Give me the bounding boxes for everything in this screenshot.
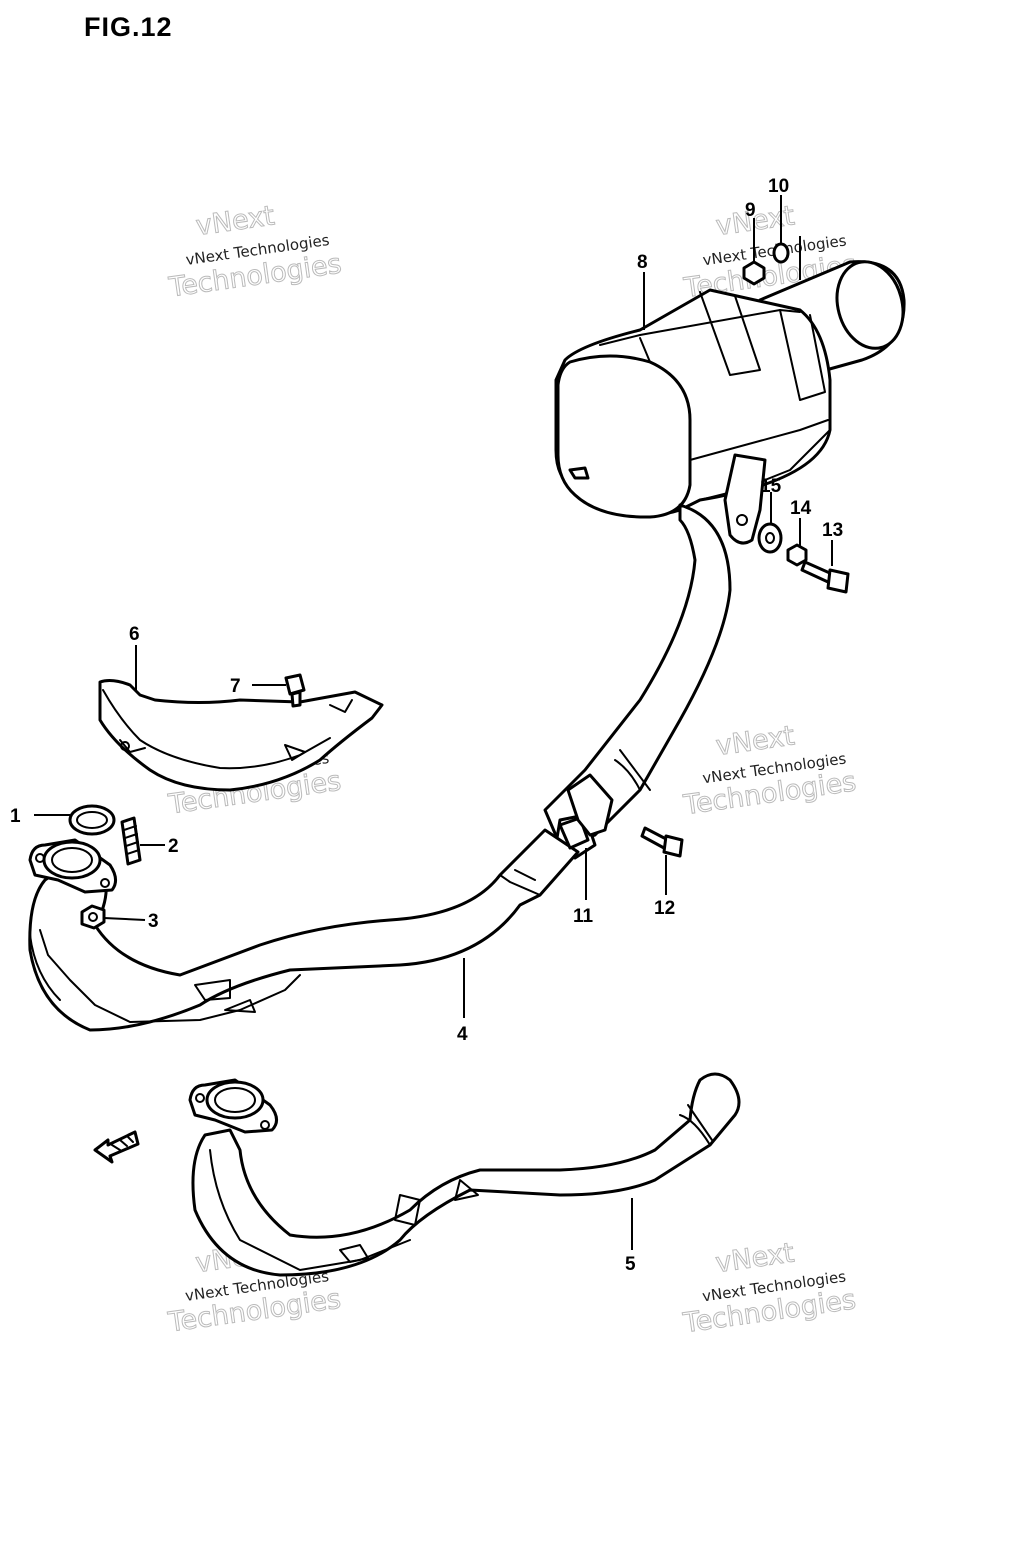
svg-text:vNext: vNext xyxy=(714,1237,796,1279)
callout-10: 10 xyxy=(768,176,789,197)
heat-shield-part-6 xyxy=(98,679,384,792)
callout-3: 3 xyxy=(148,911,159,932)
callout-1: 1 xyxy=(10,806,21,827)
callout-4: 4 xyxy=(457,1024,468,1045)
stud-part-2 xyxy=(120,816,142,866)
callout-7: 7 xyxy=(230,676,241,697)
washer-part-10 xyxy=(772,242,790,264)
figure-title: FIG.12 xyxy=(84,12,173,42)
watermark-top-left: vNext Technologies vNext Technologies xyxy=(166,200,344,304)
nut-part-14 xyxy=(786,543,808,567)
exhaust-pipe-part-5 xyxy=(188,1072,741,1277)
callout-11: 11 xyxy=(573,906,594,927)
leader-lines xyxy=(34,195,833,1250)
callout-labels: 1 2 3 4 5 6 7 8 9 10 11 12 13 14 15 xyxy=(10,176,843,1275)
exhaust-pipe-part-4 xyxy=(28,503,732,1032)
callout-8: 8 xyxy=(637,252,648,273)
callout-13: 13 xyxy=(822,520,843,541)
front-direction-arrow-icon xyxy=(93,1130,140,1164)
muffler-part-8 xyxy=(554,260,906,545)
bolt-part-13 xyxy=(800,560,850,594)
callout-12: 12 xyxy=(654,898,675,919)
callout-14: 14 xyxy=(790,498,812,519)
watermark-mid-right: vNext Technologies vNext Technologies xyxy=(680,720,858,822)
watermark-bottom-right: vNext Technologies vNext Technologies xyxy=(680,1237,858,1340)
callout-2: 2 xyxy=(168,836,179,857)
svg-text:vNext: vNext xyxy=(194,200,276,242)
bolt-part-7 xyxy=(284,673,306,708)
callout-15: 15 xyxy=(760,476,782,497)
callout-6: 6 xyxy=(129,624,140,645)
callout-9: 9 xyxy=(745,200,756,221)
callout-5: 5 xyxy=(625,1254,636,1275)
clamp-part-12 xyxy=(566,773,684,858)
nut-part-3 xyxy=(80,904,106,930)
grommet-part-15 xyxy=(757,522,783,554)
svg-text:vNext: vNext xyxy=(714,720,796,762)
nut-part-9 xyxy=(742,260,766,286)
gasket-part-1 xyxy=(68,804,116,836)
